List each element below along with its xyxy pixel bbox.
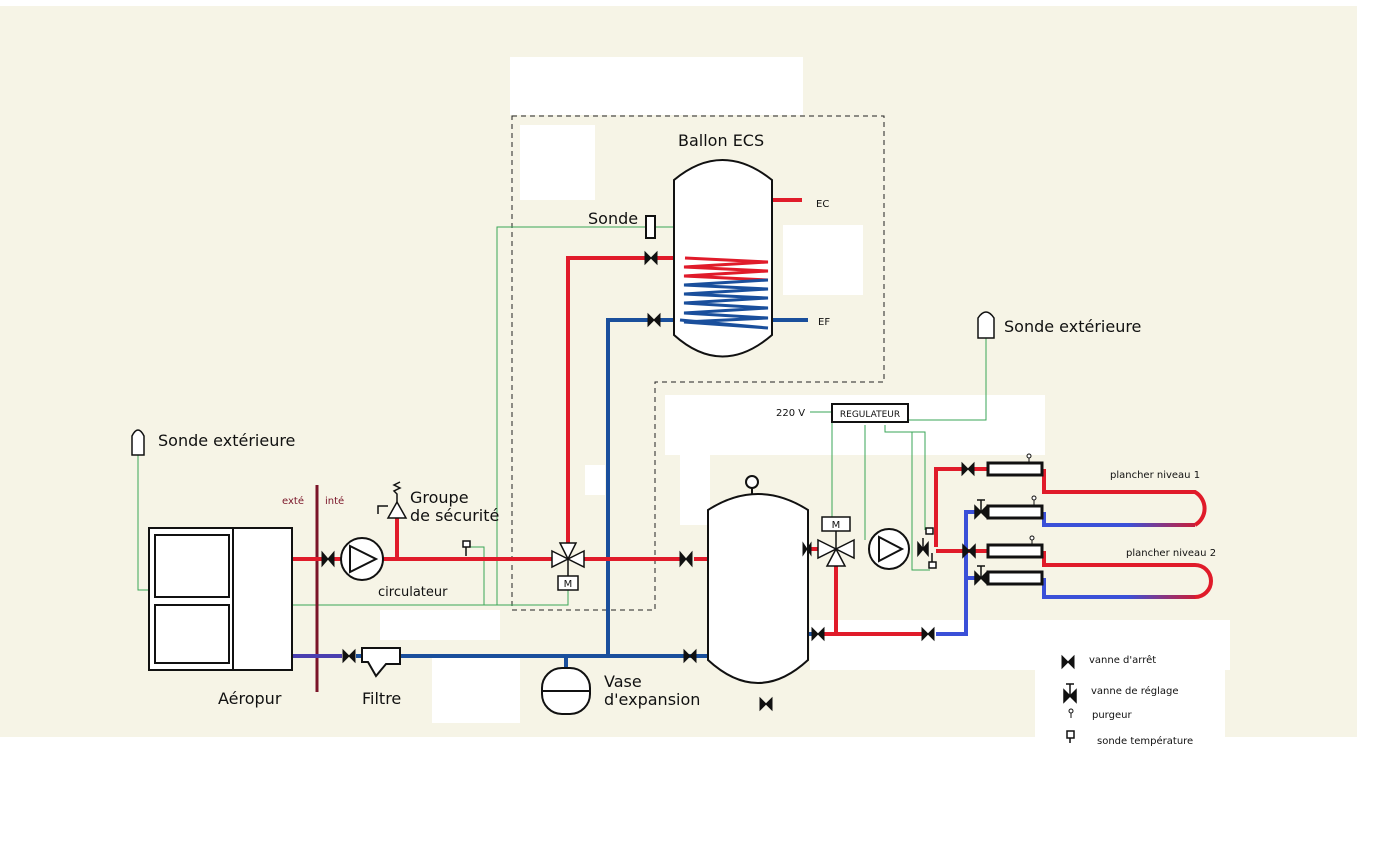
circulator-pump-icon [340, 537, 384, 581]
balancing-valve-icon [1063, 683, 1077, 704]
supply-voltage-label: 220 V [776, 408, 805, 419]
dhw-sensor-icon [645, 215, 656, 239]
safety-group-icon [377, 481, 408, 519]
pipe-temperature-probes [462, 527, 937, 569]
hot-water-outlet-label: EC [816, 199, 829, 210]
floor-loop-1 [1042, 469, 1207, 527]
balancing-valves [917, 499, 988, 586]
safety-group-label-line1: Groupe [410, 488, 469, 507]
legend-balancing-valve-text: vanne de réglage [1091, 685, 1179, 697]
floor-loop-2 [1042, 551, 1213, 599]
regulator-label: REGULATEUR [840, 410, 900, 420]
regulator-box [831, 403, 909, 423]
hot-pipes [292, 198, 988, 636]
air-vent-icon [1068, 708, 1074, 718]
expansion-vessel-label-line1: Vase [604, 672, 642, 691]
dashed-zone-outline [511, 115, 885, 611]
dhw-tank-label: Ballon ECS [678, 131, 764, 150]
dhw-coil [679, 256, 769, 330]
legend-temperature-probe-text: sonde température [1097, 735, 1193, 747]
collectors [986, 461, 1044, 586]
floor-level-1-label: plancher niveau 1 [1110, 470, 1200, 481]
collector-air-vents [1026, 453, 1037, 545]
outdoor-sensor-right-label: Sonde extérieure [1004, 317, 1141, 336]
buffer-tank [707, 475, 809, 684]
outdoor-sensor-left-label: Sonde extérieure [158, 431, 295, 450]
filter-icon [361, 647, 401, 678]
sonde-label: Sonde [588, 209, 638, 228]
safety-group-label-line2: de sécurité [410, 506, 499, 525]
valve-motor-label: M [564, 579, 573, 590]
white-patches [380, 57, 1230, 740]
inside-label: inté [325, 495, 344, 507]
cold-water-inlet-label: EF [818, 317, 830, 328]
signal-wires [137, 226, 987, 606]
expansion-vessel-label-line2: d'expansion [604, 690, 700, 709]
heat-pump-unit [148, 527, 293, 671]
expansion-vessel-icon [541, 667, 591, 715]
outdoor-sensor-right-icon [977, 311, 995, 339]
mixing-valve-motor-label: M [832, 520, 841, 531]
heat-pump-label: Aéropur [218, 689, 282, 708]
legend-stop-valve-text: vanne d'arrêt [1089, 654, 1156, 666]
temperature-probe-icon [1066, 730, 1075, 743]
legend-air-vent-text: purgeur [1092, 710, 1132, 721]
stop-valves [321, 250, 975, 712]
cold-return-circuits [936, 510, 975, 636]
legend: vanne d'arrêt vanne de réglage purgeur s… [1061, 654, 1193, 747]
stop-valve-icon [1061, 654, 1075, 670]
three-way-valve-dhw [551, 542, 585, 591]
circulator-label: circulateur [378, 585, 448, 600]
outside-label: exté [282, 495, 304, 507]
outdoor-sensor-left-icon [131, 429, 145, 456]
floor-level-2-label: plancher niveau 2 [1126, 548, 1216, 559]
three-way-valve-floor [817, 516, 855, 567]
filter-label: Filtre [362, 689, 401, 708]
floor-circulator-icon [868, 528, 910, 570]
